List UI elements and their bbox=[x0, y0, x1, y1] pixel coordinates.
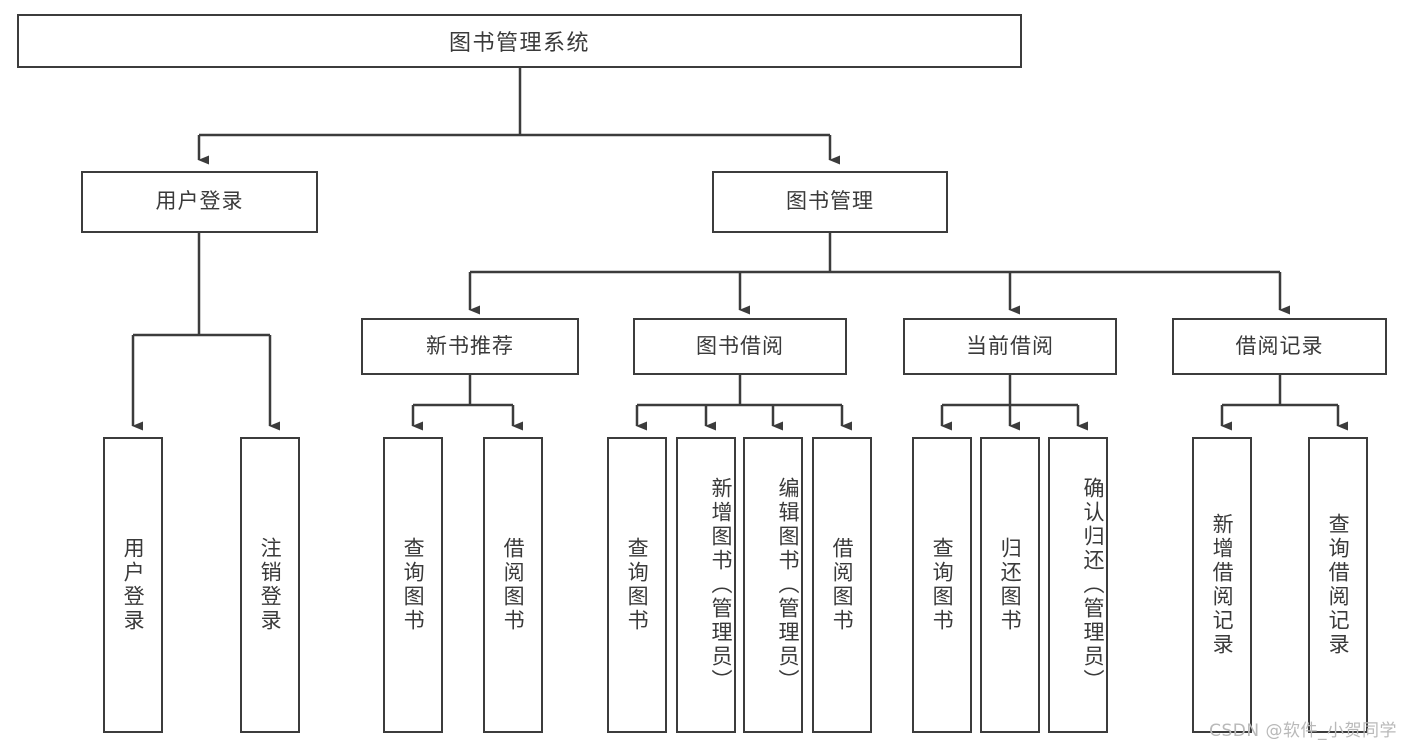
leaf-new-book-query[interactable]: 查询图书 bbox=[383, 437, 443, 733]
leaf-book-borrow-query[interactable]: 查询图书 bbox=[607, 437, 667, 733]
leaf-book-borrow-edit[interactable]: 编辑图书（管理员） bbox=[743, 437, 803, 733]
leaf-book-borrow-borrow[interactable]: 借阅图书 bbox=[812, 437, 872, 733]
node-label: 借阅图书 bbox=[830, 537, 855, 633]
node-root-system[interactable]: 图书管理系统 bbox=[17, 14, 1022, 68]
node-label: 图书管理 bbox=[786, 189, 874, 214]
node-user-login[interactable]: 用户登录 bbox=[81, 171, 318, 233]
node-current-borrow[interactable]: 当前借阅 bbox=[903, 318, 1117, 375]
leaf-borrow-record-add[interactable]: 新增借阅记录 bbox=[1192, 437, 1252, 733]
node-label: 当前借阅 bbox=[966, 333, 1054, 358]
node-label: 编辑图书（管理员） bbox=[776, 477, 800, 693]
node-new-book-recommend[interactable]: 新书推荐 bbox=[361, 318, 579, 375]
node-label: 新增图书（管理员） bbox=[709, 477, 733, 693]
leaf-borrow-record-query[interactable]: 查询借阅记录 bbox=[1308, 437, 1368, 733]
node-label: 图书借阅 bbox=[696, 333, 784, 358]
node-label: 用户登录 bbox=[155, 189, 244, 214]
node-book-borrow[interactable]: 图书借阅 bbox=[633, 318, 847, 375]
node-label: 借阅记录 bbox=[1235, 333, 1324, 358]
node-label: 用户登录 bbox=[121, 537, 146, 633]
node-label: 归还图书 bbox=[998, 537, 1023, 633]
node-label: 查询借阅记录 bbox=[1326, 513, 1351, 657]
node-label: 查询图书 bbox=[401, 537, 426, 633]
leaf-book-borrow-add[interactable]: 新增图书（管理员） bbox=[676, 437, 736, 733]
leaf-user-login-logout[interactable]: 注销登录 bbox=[240, 437, 300, 733]
node-label: 借阅图书 bbox=[501, 537, 526, 633]
node-label: 注销登录 bbox=[258, 537, 283, 633]
node-label: 新书推荐 bbox=[426, 333, 514, 358]
leaf-new-book-borrow[interactable]: 借阅图书 bbox=[483, 437, 543, 733]
leaf-current-borrow-query[interactable]: 查询图书 bbox=[912, 437, 972, 733]
leaf-current-borrow-confirm-return[interactable]: 确认归还（管理员） bbox=[1048, 437, 1108, 733]
leaf-user-login-login[interactable]: 用户登录 bbox=[103, 437, 163, 733]
node-book-management[interactable]: 图书管理 bbox=[712, 171, 948, 233]
watermark: CSDN @软件_小贺同学 bbox=[1209, 721, 1397, 741]
node-label: 查询图书 bbox=[930, 537, 955, 633]
node-label: 图书管理系统 bbox=[448, 31, 590, 56]
node-label: 查询图书 bbox=[625, 537, 650, 633]
node-label: 新增借阅记录 bbox=[1210, 513, 1235, 657]
node-label: 确认归还（管理员） bbox=[1081, 477, 1105, 693]
node-borrow-record[interactable]: 借阅记录 bbox=[1172, 318, 1387, 375]
leaf-current-borrow-return[interactable]: 归还图书 bbox=[980, 437, 1040, 733]
